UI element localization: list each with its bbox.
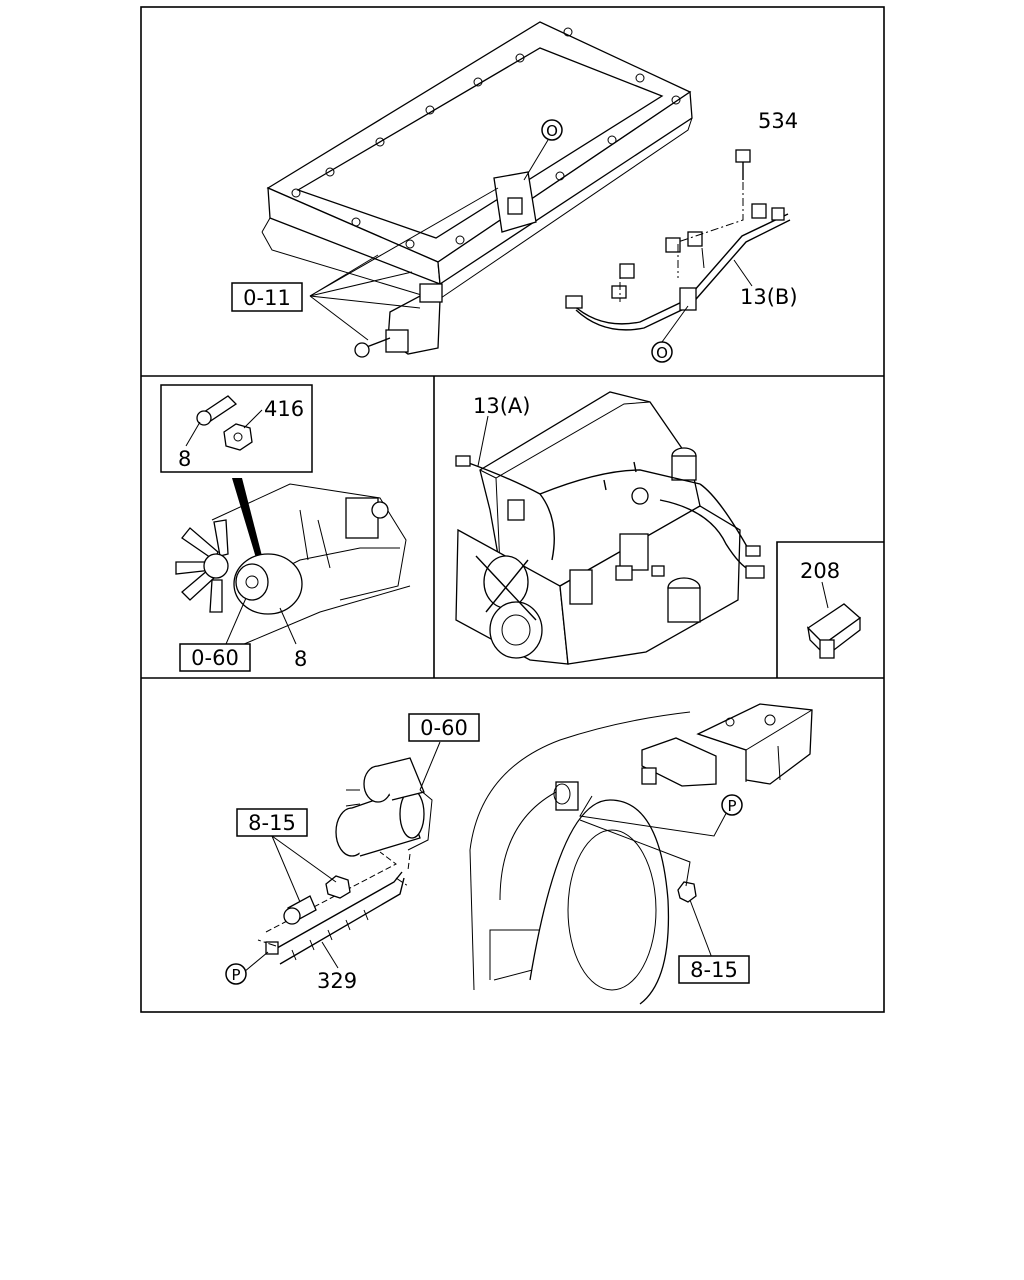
ref-0-11-label: 0-11 xyxy=(243,286,291,310)
wiring-harness-13b-drawing xyxy=(565,149,791,331)
ref-circle-p-right: P xyxy=(721,794,743,816)
panel-oil-pan-harness: 534 O 0-11 13(B) O xyxy=(231,21,798,363)
ref-box-0-60-panel4: 0-60 xyxy=(408,713,480,742)
ref-box-0-11: 0-11 xyxy=(231,282,303,312)
ref-circle-p-left: P xyxy=(225,963,247,985)
panel-starter-battery: 0-60 8-15 P 329 P 8-15 xyxy=(225,703,813,1005)
ref-o-top-label: O xyxy=(546,122,558,140)
ref-8-15-left-label: 8-15 xyxy=(248,811,296,835)
part-534-label: 534 xyxy=(758,109,798,133)
ref-circle-o-bottom: O xyxy=(651,341,673,363)
leader-lines-panel1 xyxy=(309,139,753,343)
connector-208-drawing xyxy=(806,603,862,659)
part-416-label: 416 xyxy=(264,397,304,421)
harness-13a-label: 13(A) xyxy=(473,394,530,418)
panel-fan-pulley: 416 8 xyxy=(160,384,411,672)
cable-329-drawing xyxy=(257,851,411,965)
ref-box-0-60-panel2: 0-60 xyxy=(179,643,251,672)
ref-8-15-right-label: 8-15 xyxy=(690,958,738,982)
ref-box-8-15-right: 8-15 xyxy=(678,955,750,984)
part-329-label: 329 xyxy=(317,969,357,993)
part-8-inset-label: 8 xyxy=(178,447,191,471)
fan-blades xyxy=(175,519,229,613)
vehicle-frame-battery-drawing xyxy=(469,703,813,1005)
part-208-label: 208 xyxy=(800,559,840,583)
ref-0-60-panel4-label: 0-60 xyxy=(420,716,468,740)
ref-circle-o-top: O xyxy=(541,119,563,141)
engine-block-drawing xyxy=(455,391,741,665)
bolt-nut-drawing xyxy=(283,875,351,925)
ref-box-8-15-left: 8-15 xyxy=(236,808,308,837)
inset-box xyxy=(160,384,313,473)
oil-pan-drawing xyxy=(261,21,693,358)
starter-motor-drawing xyxy=(335,757,433,857)
ref-p-right-label: P xyxy=(727,797,736,815)
harness-13b-label: 13(B) xyxy=(740,285,798,309)
engine-front-drawing xyxy=(175,483,411,651)
callout-wedge xyxy=(232,478,262,558)
panel-engine-harness: 13(A) 208 xyxy=(455,391,862,665)
wiring-harness-13a-drawing xyxy=(455,455,765,579)
ref-o-bottom-label: O xyxy=(656,344,668,362)
diagram-frame xyxy=(140,6,885,1013)
part-8-label: 8 xyxy=(294,647,307,671)
ref-0-60-panel2-label: 0-60 xyxy=(191,646,239,670)
ref-p-left-label: P xyxy=(231,966,240,984)
leader-lines-panel4 xyxy=(243,741,731,973)
